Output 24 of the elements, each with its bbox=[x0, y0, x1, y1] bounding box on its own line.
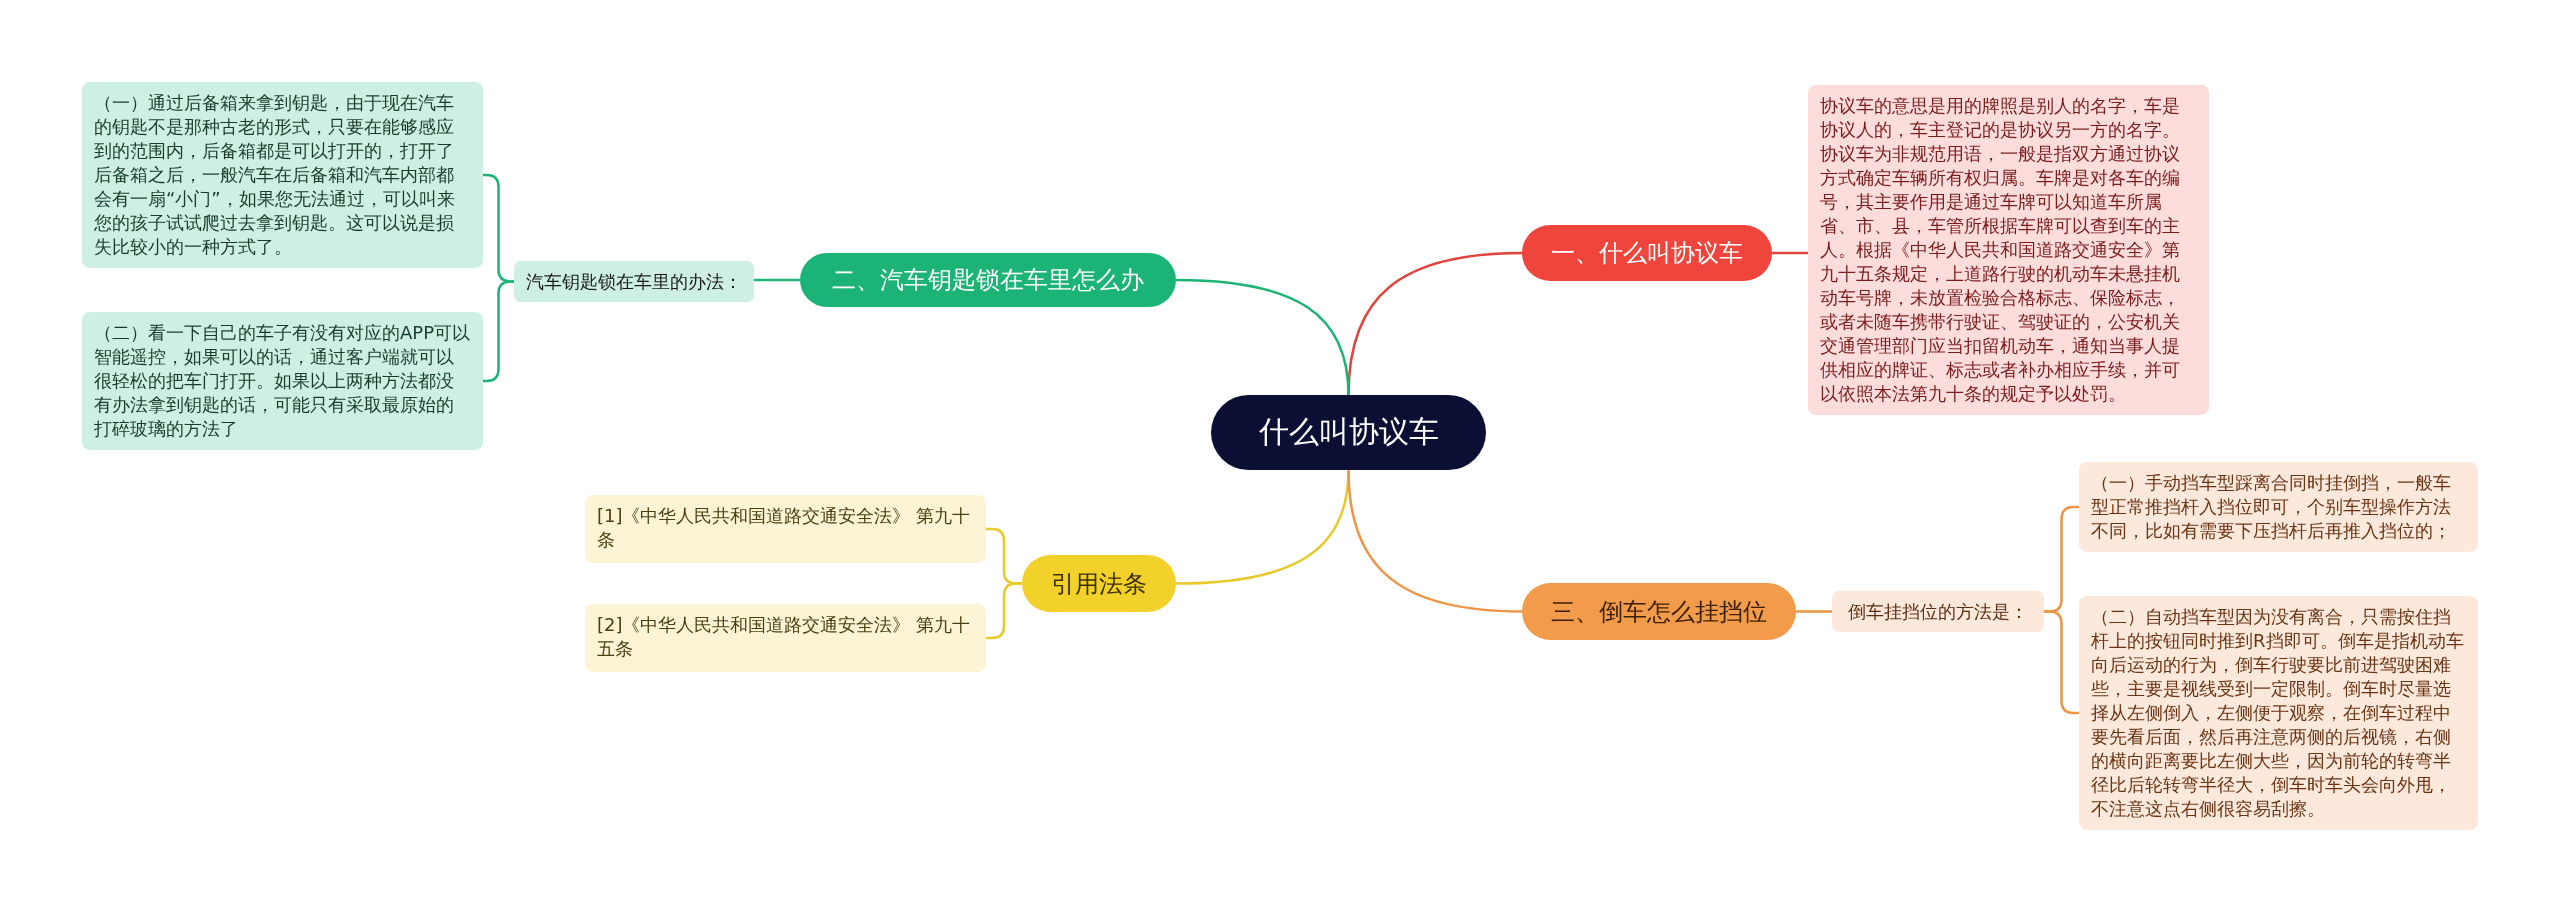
note-text: （二）自动挡车型因为没有离合，只需按住挡杆上的按钮同时推到R挡即可。倒车是指机动车向后运动的行为，倒车行驶要比前进驾驶困难些，主要是视线受到一定限制。倒车时尽量选择从左侧倒入，左侧便于观察，在倒车过程中要先看后面，然后再注意两侧的后视镜，右侧的横向距离要比左侧大些，因为前轮的转弯半径比后轮转弯半径大，倒车时车头会向外甩，不注意这点右侧很容易刮擦。 bbox=[2091, 605, 2465, 821]
branch-line bbox=[1347, 469, 1523, 613]
branch-line bbox=[754, 278, 800, 282]
note-card bbox=[585, 495, 986, 563]
note-text: 协议车的意思是用的牌照是别人的名字，车是协议人的，车主登记的是协议另一方的名字。协议车为非规范用语，一般是指双方通过协议方式确定车辆所有权归属。车牌是对各车的编号，其主要作用是通过车牌可以知道车所属省、市、县，车管所根据车牌可以查到车的主人。根据《中华人民共和国道路交通安全》第九十五条规定，上道路行驶的机动车未悬挂机动车号牌，未放置检验合格标志、保险标志，或者未随车携带行驶证、驾驶证的，公安机关交通管理部门应当扣留机动车，通知当事人提供相应的牌证、标志或者补办相应手续，并可以依照本法第九十条的规定予以处罚。 bbox=[1820, 94, 2181, 406]
note-text: （一）手动挡车型踩离合同时挂倒挡，一般车型正常推挡杆入挡位即可，个别车型操作方法不同，比如有需要下压挡杆后再推入挡位的； bbox=[2091, 471, 2452, 543]
branch-line bbox=[1175, 278, 1350, 396]
note-card bbox=[82, 312, 483, 450]
note-text: [1]《中华人民共和国道路交通安全法》 第九十条 bbox=[597, 504, 972, 552]
branch-topic: 三、倒车怎么挂挡位 bbox=[1522, 583, 1796, 640]
note-card bbox=[2079, 462, 2478, 552]
branch-topic: 二、汽车钥匙锁在车里怎么办 bbox=[800, 253, 1176, 307]
branch-topic: 引用法条 bbox=[1022, 555, 1176, 612]
note-card bbox=[585, 604, 986, 672]
note-text: （一）通过后备箱来拿到钥匙，由于现在汽车的钥匙不是那种古老的形式，只要在能够感应到的范围内，后备箱都是可以打开的，打开了后备箱之后，一般汽车在后备箱和汽车内部都会有一扇“小门”，如果您无法通过，可以叫来您的孩子试试爬过去拿到钥匙。这可以说是损失比较小的一种方式了。 bbox=[94, 91, 456, 259]
branch-line bbox=[1796, 610, 1832, 613]
central-topic: 什么叫协议车 bbox=[1211, 395, 1486, 470]
note-text: （二）看一下自己的车子有没有对应的APP可以智能遥控，如果可以的话，通过客户端就可以很轻松的把车门打开。如果以上两种方法都没有办法拿到钥匙的话，可能只有采取最原始的打碎玻璃的方法了 bbox=[94, 321, 471, 441]
note-text: [2]《中华人民共和国道路交通安全法》 第九十五条 bbox=[597, 613, 972, 661]
branch-line bbox=[1772, 251, 1808, 255]
branch-topic: 一、什么叫协议车 bbox=[1522, 225, 1772, 281]
subtopic-box: 倒车挂挡位的方法是： bbox=[1832, 591, 2044, 632]
note-card bbox=[82, 82, 483, 268]
subtopic-box: 汽车钥匙锁在车里的办法： bbox=[514, 261, 754, 302]
